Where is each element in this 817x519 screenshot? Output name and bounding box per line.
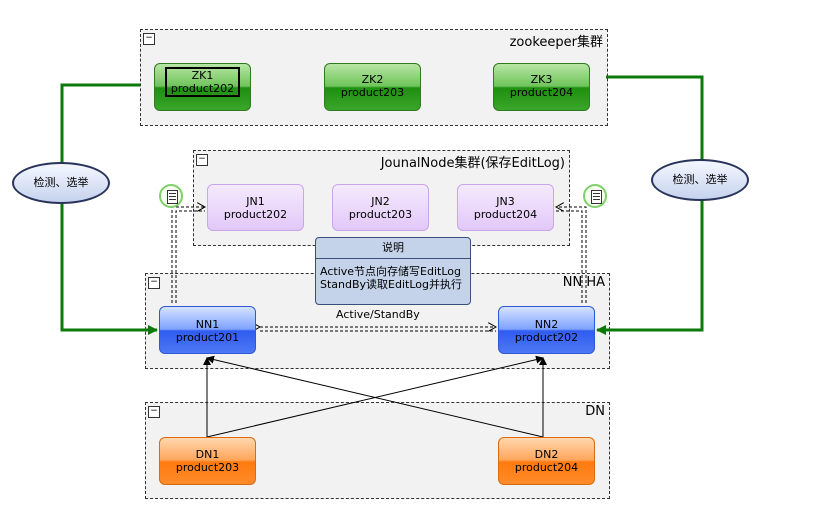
note-line-2: StandBy读取EditLog并执行 — [320, 278, 462, 291]
zk-left-link — [60, 83, 158, 335]
jn3-node[interactable]: JN3 product204 — [457, 184, 554, 231]
collapse-icon[interactable]: − — [148, 406, 160, 418]
note-title: 说明 — [316, 238, 470, 259]
node-name: ZK1 — [191, 69, 214, 82]
detect-elect-ellipse-left[interactable]: 检测、选举 — [12, 162, 110, 204]
detect-elect-ellipse-right[interactable]: 检测、选举 — [651, 159, 749, 201]
document-page — [167, 190, 178, 204]
group-title: zookeeper集群 — [509, 35, 603, 50]
node-name: ZK3 — [530, 73, 553, 86]
node-host: product203 — [340, 86, 405, 99]
node-name: JN1 — [246, 195, 265, 208]
node-host: product202 — [223, 208, 288, 221]
node-host: product202 — [514, 331, 579, 344]
node-name: DN1 — [195, 448, 220, 461]
jn2-node[interactable]: JN2 product203 — [332, 184, 429, 231]
node-host: product204 — [514, 461, 579, 474]
group-title: JounalNode集群(保存EditLog) — [380, 156, 565, 171]
zk2-node[interactable]: ZK2 product203 — [324, 63, 421, 111]
node-name: ZK2 — [361, 73, 384, 86]
node-name: NN2 — [534, 318, 559, 331]
nn2-node[interactable]: NN2 product202 — [498, 306, 595, 354]
explanation-note: 说明 Active节点向存储写EditLog StandBy读取EditLog并… — [315, 237, 471, 305]
node-name: JN3 — [496, 195, 515, 208]
dn2-node[interactable]: DN2 product204 — [498, 437, 595, 485]
zk1-label-box: ZK1 product202 — [164, 67, 241, 97]
zk3-node[interactable]: ZK3 product204 — [493, 63, 590, 111]
zk1-node[interactable]: ZK1 product202 — [154, 63, 251, 111]
dn2-nn1-arrow — [206, 355, 544, 438]
jn-right-dashed-link — [556, 207, 587, 303]
jn-right-dashed-link-2 — [556, 210, 583, 303]
group-title: DN — [585, 404, 605, 419]
node-name: NN1 — [195, 318, 220, 331]
node-name: JN2 — [371, 195, 390, 208]
jn-left-dashed-link-2 — [175, 210, 205, 303]
node-host: product202 — [170, 82, 235, 95]
document-icon — [159, 184, 183, 208]
ellipse-label: 检测、选举 — [672, 173, 728, 186]
dn1-node[interactable]: DN1 product203 — [159, 437, 256, 485]
collapse-icon[interactable]: − — [143, 33, 155, 45]
nn1-node[interactable]: NN1 product201 — [159, 306, 256, 354]
node-host: product203 — [348, 208, 413, 221]
node-name: DN2 — [534, 448, 559, 461]
note-line-1: Active节点向存储写EditLog — [320, 265, 461, 278]
node-host: product201 — [175, 331, 240, 344]
node-host: product204 — [473, 208, 538, 221]
active-standby-label: Active/StandBy — [336, 308, 420, 321]
node-host: product204 — [509, 86, 574, 99]
group-title: NN HA — [562, 275, 605, 290]
document-page — [591, 190, 602, 204]
jn1-node[interactable]: JN1 product202 — [207, 184, 304, 231]
node-host: product203 — [175, 461, 240, 474]
document-icon — [583, 184, 607, 208]
zk-right-link — [596, 75, 704, 335]
collapse-icon[interactable]: − — [148, 277, 160, 289]
ellipse-label: 检测、选举 — [33, 176, 89, 189]
jn-left-dashed-link — [171, 207, 205, 303]
collapse-icon[interactable]: − — [196, 154, 208, 166]
